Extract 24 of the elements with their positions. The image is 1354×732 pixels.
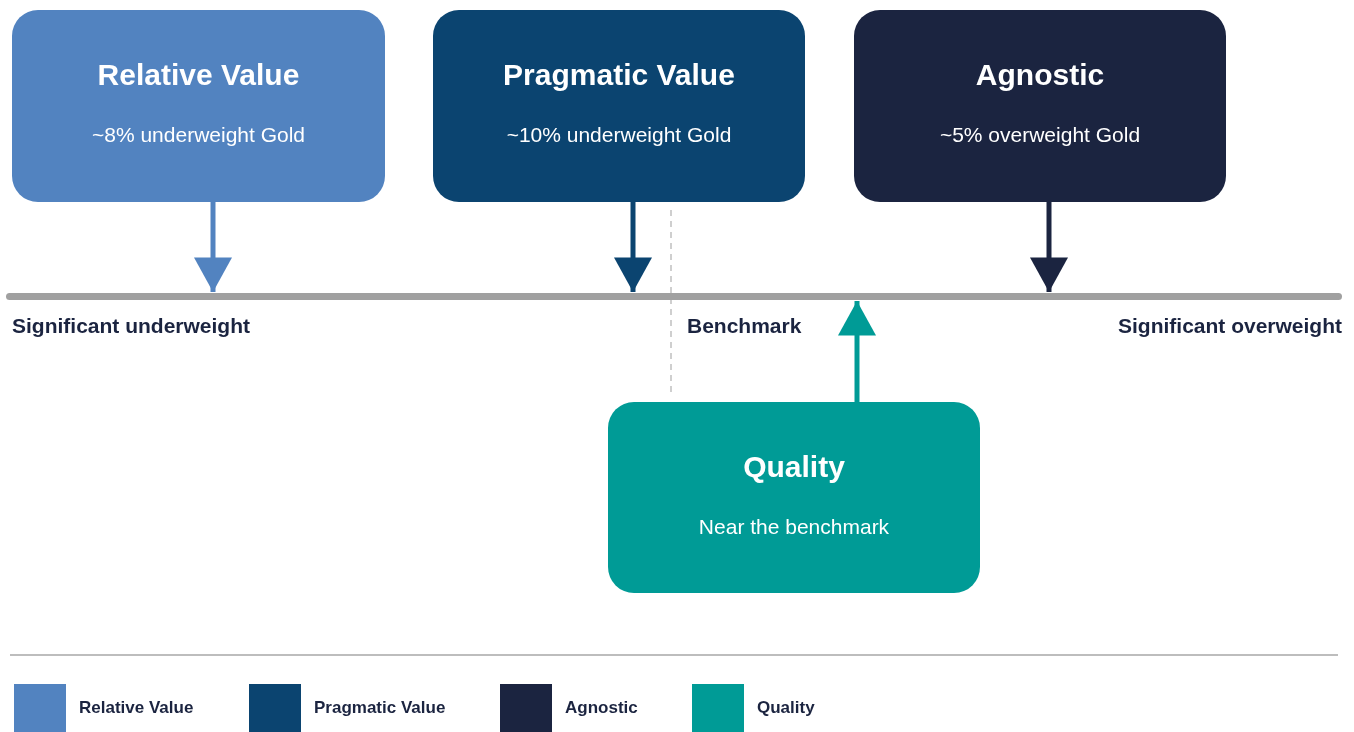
strategy-box xyxy=(608,402,980,593)
legend-label: Quality xyxy=(757,698,815,718)
strategy-title: Relative Value xyxy=(96,58,301,92)
legend-label: Pragmatic Value xyxy=(314,698,446,718)
strategy-description: ~8% underweight Gold xyxy=(90,123,307,147)
strategy-title: Pragmatic Value xyxy=(502,58,736,92)
legend-label: Relative Value xyxy=(79,698,194,718)
arrow xyxy=(1030,202,1068,292)
legend-label: Agnostic xyxy=(565,698,638,718)
scale-label: Significant underweight xyxy=(12,314,250,338)
arrow xyxy=(194,202,232,292)
strategy-description: ~5% overweight Gold xyxy=(938,123,1142,147)
strategy-box xyxy=(12,10,385,202)
strategy-title: Quality xyxy=(742,450,846,484)
strategy-box xyxy=(854,10,1226,202)
arrow xyxy=(614,202,652,292)
scale-label: Benchmark xyxy=(687,314,802,338)
strategy-box xyxy=(433,10,805,202)
strategy-description: Near the benchmark xyxy=(697,515,891,539)
scale-label: Significant overweight xyxy=(1117,314,1342,338)
strategy-title: Agnostic xyxy=(974,58,1106,92)
scale-line xyxy=(6,293,1342,300)
strategy-description: ~10% underweight Gold xyxy=(505,123,733,147)
arrow xyxy=(838,301,876,402)
